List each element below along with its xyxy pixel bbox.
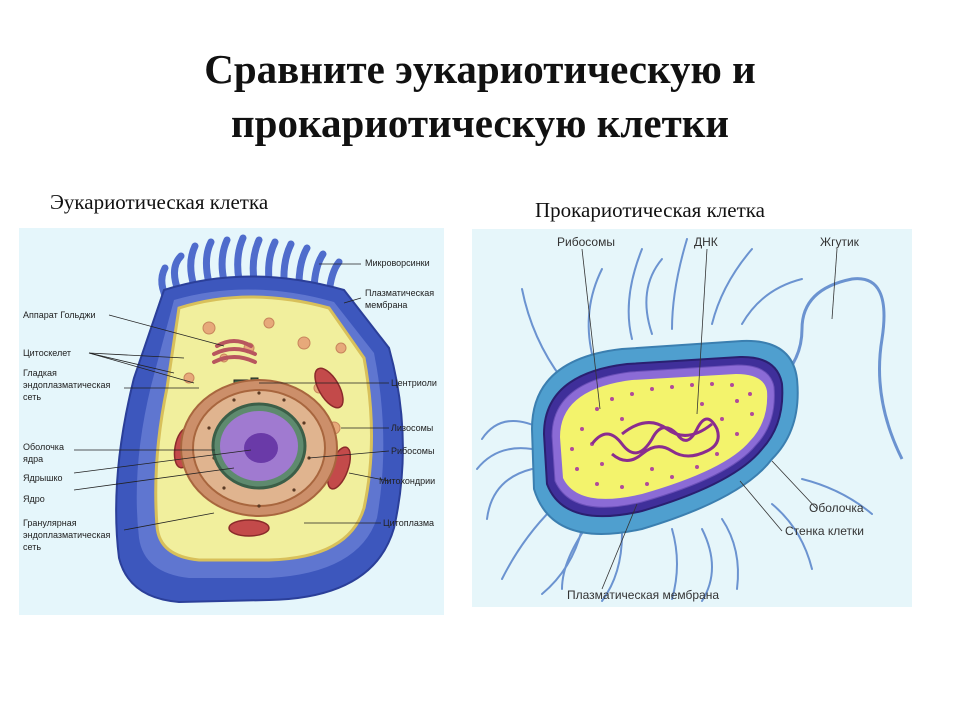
eukaryote-svg: Аппарат Гольджи Цитоскелет Гладкая эндоп… bbox=[23, 234, 437, 604]
prokaryote-caption: Прокариотическая клетка bbox=[535, 198, 765, 222]
label-golgi: Аппарат Гольджи bbox=[23, 310, 96, 320]
nucleolus bbox=[244, 433, 278, 463]
label-smooth-er-1: Гладкая bbox=[23, 368, 57, 378]
label-mitochondria: Митохондрии bbox=[379, 476, 435, 486]
title-line-2: прокариотическую клетки bbox=[231, 100, 729, 146]
label-cytoskeleton: Цитоскелет bbox=[23, 348, 71, 358]
label-capsule: Оболочка bbox=[809, 501, 864, 515]
label-membrane-2: мембрана bbox=[365, 300, 407, 310]
eukaryote-diagram: Аппарат Гольджи Цитоскелет Гладкая эндоп… bbox=[19, 228, 444, 615]
prokaryote-svg: Рибосомы ДНК Жгутик Оболочка Стенка клет… bbox=[476, 235, 904, 602]
label-microvilli: Микроворсинки bbox=[365, 258, 430, 268]
label-envelope-2: ядра bbox=[23, 454, 43, 464]
label-rough-er-1: Гранулярная bbox=[23, 518, 77, 528]
label-smooth-er-2: эндоплазматическая bbox=[23, 380, 110, 390]
dna bbox=[590, 417, 720, 462]
eukaryote-caption: Эукариотическая клетка bbox=[50, 190, 269, 214]
flagellum bbox=[761, 277, 904, 460]
label-smooth-er-3: сеть bbox=[23, 392, 41, 402]
label-ribosomes: Рибосомы bbox=[557, 235, 615, 249]
label-cell-wall: Стенка клетки bbox=[785, 524, 864, 538]
label-centrioles: Центриоли bbox=[391, 378, 437, 388]
label-rough-er-3: сеть bbox=[23, 542, 41, 552]
label-rough-er-2: эндоплазматическая bbox=[23, 530, 110, 540]
prokaryote-diagram: Рибосомы ДНК Жгутик Оболочка Стенка клет… bbox=[472, 229, 912, 607]
label-cytoplasm: Цитоплазма bbox=[383, 518, 434, 528]
label-envelope-1: Оболочка bbox=[23, 442, 64, 452]
label-nucleolus: Ядрышко bbox=[23, 473, 63, 483]
slide-title: Сравните эукариотическую и прокариотичес… bbox=[0, 42, 960, 150]
label-lysosomes: Лизосомы bbox=[391, 423, 433, 433]
label-nucleus: Ядро bbox=[23, 494, 45, 504]
pili bbox=[476, 238, 873, 602]
ribosomes bbox=[570, 382, 754, 489]
label-plasma-membrane: Плазматическая мембрана bbox=[567, 588, 719, 602]
label-ribosomes: Рибосомы bbox=[391, 446, 434, 456]
label-membrane-1: Плазматическая bbox=[365, 288, 434, 298]
title-line-1: Сравните эукариотическую и bbox=[204, 46, 756, 92]
label-dna: ДНК bbox=[694, 235, 718, 249]
cytoplasm bbox=[560, 374, 768, 499]
label-flagellum: Жгутик bbox=[820, 235, 860, 249]
